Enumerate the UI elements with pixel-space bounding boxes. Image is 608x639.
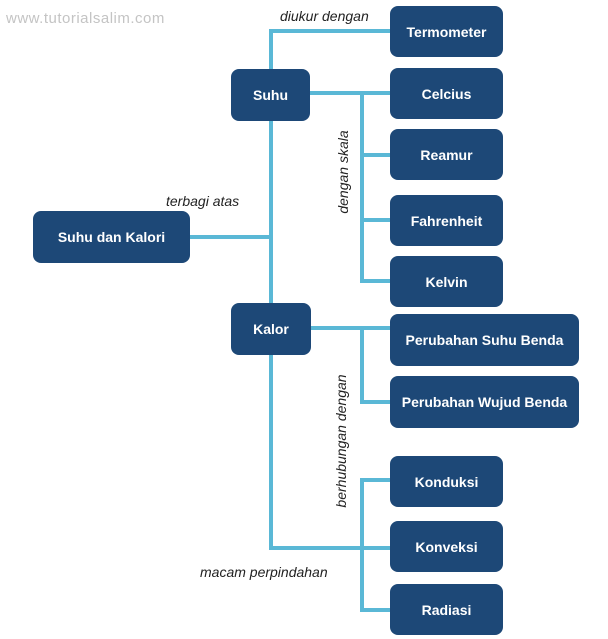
node-reamur: Reamur <box>390 129 503 180</box>
edge-label-macam-perpindahan: macam perpindahan <box>200 564 328 580</box>
node-konduksi: Konduksi <box>390 456 503 507</box>
node-kelvin: Kelvin <box>390 256 503 307</box>
node-suhu-dan-kalori: Suhu dan Kalori <box>33 211 190 263</box>
node-suhu: Suhu <box>231 69 310 121</box>
edge-label-diukur-dengan: diukur dengan <box>280 8 369 24</box>
node-kalor: Kalor <box>231 303 311 355</box>
node-perubahan-suhu-benda: Perubahan Suhu Benda <box>390 314 579 366</box>
node-celcius: Celcius <box>390 68 503 119</box>
edge-label-dengan-skala: dengan skala <box>335 130 351 214</box>
node-fahrenheit: Fahrenheit <box>390 195 503 246</box>
node-radiasi: Radiasi <box>390 584 503 635</box>
edge-label-berhubungan-dengan: berhubungan dengan <box>333 374 349 508</box>
node-termometer: Termometer <box>390 6 503 57</box>
watermark: www.tutorialsalim.com <box>6 10 165 27</box>
node-perubahan-wujud-benda: Perubahan Wujud Benda <box>390 376 579 428</box>
node-konveksi: Konveksi <box>390 521 503 572</box>
edge-label-terbagi-atas: terbagi atas <box>166 193 240 209</box>
